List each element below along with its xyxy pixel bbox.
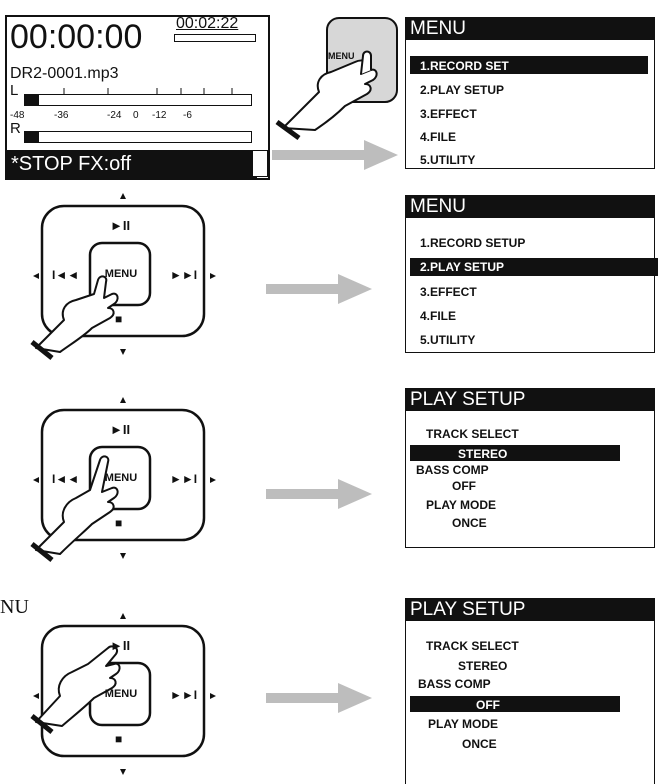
setting-label: PLAY MODE	[428, 717, 499, 731]
stop-button[interactable]: ■	[115, 732, 123, 746]
pointing-hand-icon	[30, 455, 119, 562]
recorder-remaining-time: 00:02:22	[176, 15, 239, 32]
setting-label: BASS COMP	[416, 463, 489, 477]
dpad-menu-button[interactable]: MENU	[104, 472, 138, 484]
menu-button-label: MENU	[328, 51, 355, 61]
setting-value[interactable]: ONCE	[462, 737, 497, 751]
menu-item[interactable]: 1.RECORD SETUP	[420, 236, 526, 250]
play-setup-panel: PLAY SETUP TRACK SELECT STEREO BASS COMP…	[405, 598, 655, 784]
menu-panel: MENU 1.RECORD SETUP 2.PLAY SETUP 3.EFFEC…	[405, 195, 658, 353]
selection-highlight	[410, 56, 648, 74]
stop-button[interactable]: ■	[115, 312, 123, 326]
panel-title: MENU	[406, 196, 654, 218]
pointing-hand-icon	[30, 645, 121, 734]
pointing-hand-icon	[275, 50, 378, 140]
meter-ticks	[63, 88, 233, 94]
menu-item[interactable]: 1.RECORD SET	[420, 59, 509, 73]
setting-value[interactable]: ONCE	[452, 516, 487, 530]
menu-item[interactable]: 2.PLAY SETUP	[420, 260, 505, 274]
setting-label: PLAY MODE	[426, 498, 497, 512]
dpad-outline	[30, 613, 216, 775]
menu-item[interactable]: 5.UTILITY	[420, 333, 476, 347]
menu-panel: MENU 1.RECORD SET 2.PLAY SETUP 3.EFFECT …	[405, 17, 655, 169]
setting-value[interactable]: STEREO	[458, 659, 508, 673]
play-pause-button[interactable]: ►II	[110, 218, 131, 233]
rewind-button[interactable]: I◄◄	[52, 472, 80, 486]
panel-title: MENU	[406, 18, 654, 40]
arrow-right-icon	[266, 479, 372, 509]
dpad-control-down: ►II I◄◄ ►►I MENU ■	[30, 190, 220, 360]
play-pause-button[interactable]: ►II	[110, 422, 131, 437]
setting-label: TRACK SELECT	[426, 639, 519, 653]
status-indicator-box	[252, 150, 268, 177]
selection-highlight	[410, 258, 658, 276]
remaining-bar	[174, 34, 256, 42]
menu-item[interactable]: 3.EFFECT	[420, 285, 477, 299]
recorder-time: 00:00:00	[10, 18, 143, 56]
scale-label: -36	[54, 110, 69, 121]
scale-label: 0	[133, 110, 139, 121]
panel-title: PLAY SETUP	[406, 389, 654, 411]
dpad-menu-button[interactable]: MENU	[104, 688, 138, 700]
fast-forward-button[interactable]: ►►I	[170, 472, 198, 486]
setting-value[interactable]: STEREO	[458, 447, 508, 461]
menu-item[interactable]: 4.FILE	[420, 309, 457, 323]
dpad-outline	[30, 397, 216, 562]
dpad-menu-button[interactable]: MENU	[104, 268, 138, 280]
cropped-side-text: NU	[0, 596, 29, 618]
arrow-right-icon	[266, 683, 372, 713]
left-level-meter	[24, 94, 252, 106]
menu-item[interactable]: 2.PLAY SETUP	[420, 83, 505, 97]
selection-highlight	[410, 445, 620, 461]
menu-item[interactable]: 4.FILE	[420, 130, 457, 144]
menu-item[interactable]: 3.EFFECT	[420, 107, 477, 121]
menu-item[interactable]: 5.UTILITY	[420, 153, 476, 167]
left-channel-label: L	[10, 82, 19, 99]
recorder-status-bar: *STOP FX:off	[7, 150, 257, 178]
fast-forward-button[interactable]: ►►I	[170, 268, 198, 282]
menu-button-press-illustration	[275, 17, 398, 140]
panel-title: PLAY SETUP	[406, 599, 654, 621]
dpad-control-center: ►II I◄◄ ►►I MENU ■	[30, 394, 220, 564]
rewind-button[interactable]: I◄◄	[52, 268, 80, 282]
scale-label: -6	[183, 110, 192, 121]
arrow-right-icon	[272, 140, 398, 170]
setting-label: TRACK SELECT	[426, 427, 519, 441]
right-level-meter	[24, 131, 252, 143]
scale-label: -48	[10, 110, 25, 121]
arrow-right-icon	[266, 274, 372, 304]
dpad-outline	[30, 193, 216, 360]
setting-value[interactable]: OFF	[476, 698, 500, 712]
play-pause-button[interactable]: ►II	[110, 638, 131, 653]
recorder-filename: DR2-0001.mp3	[10, 65, 119, 82]
setting-value[interactable]: OFF	[452, 479, 476, 493]
selection-highlight	[410, 696, 620, 712]
pointing-hand-icon	[30, 275, 119, 360]
setting-label: BASS COMP	[418, 677, 491, 691]
scale-label: -12	[152, 110, 167, 121]
recorder-display	[5, 15, 270, 180]
right-channel-label: R	[10, 120, 21, 137]
dpad-control-up: ►II ►►I MENU ■	[30, 610, 220, 780]
stop-button[interactable]: ■	[115, 516, 123, 530]
scale-label: -24	[107, 110, 122, 121]
play-setup-panel: PLAY SETUP TRACK SELECT STEREO BASS COMP…	[405, 388, 655, 548]
fast-forward-button[interactable]: ►►I	[170, 688, 198, 702]
